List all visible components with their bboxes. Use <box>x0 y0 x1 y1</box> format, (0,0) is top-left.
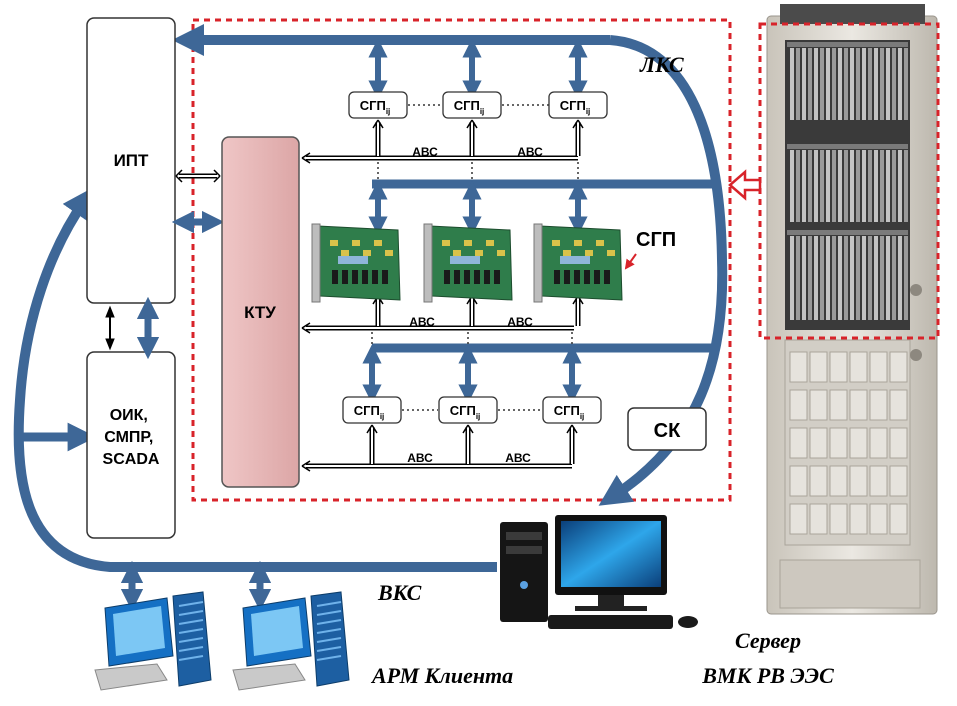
lks-zone-frame <box>191 18 732 502</box>
abc-bus-0: АВС АВС <box>301 145 578 164</box>
svg-text:СГПij: СГПij <box>560 98 591 116</box>
abc-bus-lines: АВС АВС АВС АВС АВС АВС <box>301 145 578 472</box>
circuit-board-icon <box>311 223 401 303</box>
sgp-node: СГПij <box>548 91 608 119</box>
abc-bus-2: АВС АВС <box>301 451 572 472</box>
sgp-boards <box>311 223 623 303</box>
workstation-icon <box>94 591 212 691</box>
abc-label: АВС <box>412 145 438 159</box>
vks-label: ВКС <box>377 580 422 605</box>
sgp-node: СГПij <box>438 396 498 424</box>
lks-label: ЛКС <box>639 52 684 77</box>
sk-box <box>627 407 707 451</box>
ktu-label: КТУ <box>244 303 276 322</box>
abc-label: АВС <box>407 451 433 465</box>
ipt-label: ИПТ <box>114 151 149 170</box>
ipt-oik-links <box>105 296 160 360</box>
abc-label: АВС <box>505 451 531 465</box>
abc-bus-1: АВС АВС <box>301 315 574 334</box>
sgp-row-middle <box>368 162 588 326</box>
ktu-block <box>221 136 300 488</box>
abc-label: АВС <box>517 145 543 159</box>
server-rack-icon <box>766 4 938 615</box>
sgp-row-bottom: СГПij СГПij СГПij <box>342 332 602 464</box>
sk-label: СК <box>654 420 681 442</box>
rack-to-zone-arrow <box>728 169 762 201</box>
oik-block <box>86 351 176 539</box>
sgp-row-top: СГПij СГПij СГПij <box>348 38 608 156</box>
sgp-node: СГПij <box>542 396 602 424</box>
svg-text:СГПij: СГПij <box>554 403 585 421</box>
client-caption: АРМ Клиента <box>370 663 513 688</box>
circuit-board-icon <box>423 223 513 303</box>
sgp-node: СГПij <box>342 396 402 424</box>
abc-label: АВС <box>409 315 435 329</box>
sgp-node: СГПij <box>348 91 408 119</box>
svg-text:СГПij: СГПij <box>360 98 391 116</box>
client-links <box>120 560 272 612</box>
ipt-ktu-links <box>171 169 225 234</box>
server-caption-line1: Сервер <box>735 628 801 653</box>
server-caption-line2: ВМК РВ ЭЭС <box>701 663 834 688</box>
vks-bus <box>13 186 497 572</box>
abc-label: АВС <box>507 315 533 329</box>
sgp-node: СГПij <box>442 91 502 119</box>
desktop-server-icon <box>500 515 698 629</box>
svg-text:СГПij: СГПij <box>450 403 481 421</box>
circuit-board-icon <box>533 223 623 303</box>
sgp-board-label: СГП <box>636 229 676 251</box>
svg-text:СГПij: СГПij <box>354 403 385 421</box>
sgp-board-pointer-arrow <box>624 253 637 270</box>
workstation-icon <box>232 591 350 691</box>
svg-text:СГПij: СГПij <box>454 98 485 116</box>
ipt-block <box>86 17 176 304</box>
oik-label: ОИК, СМПР, SCADA <box>103 407 160 468</box>
